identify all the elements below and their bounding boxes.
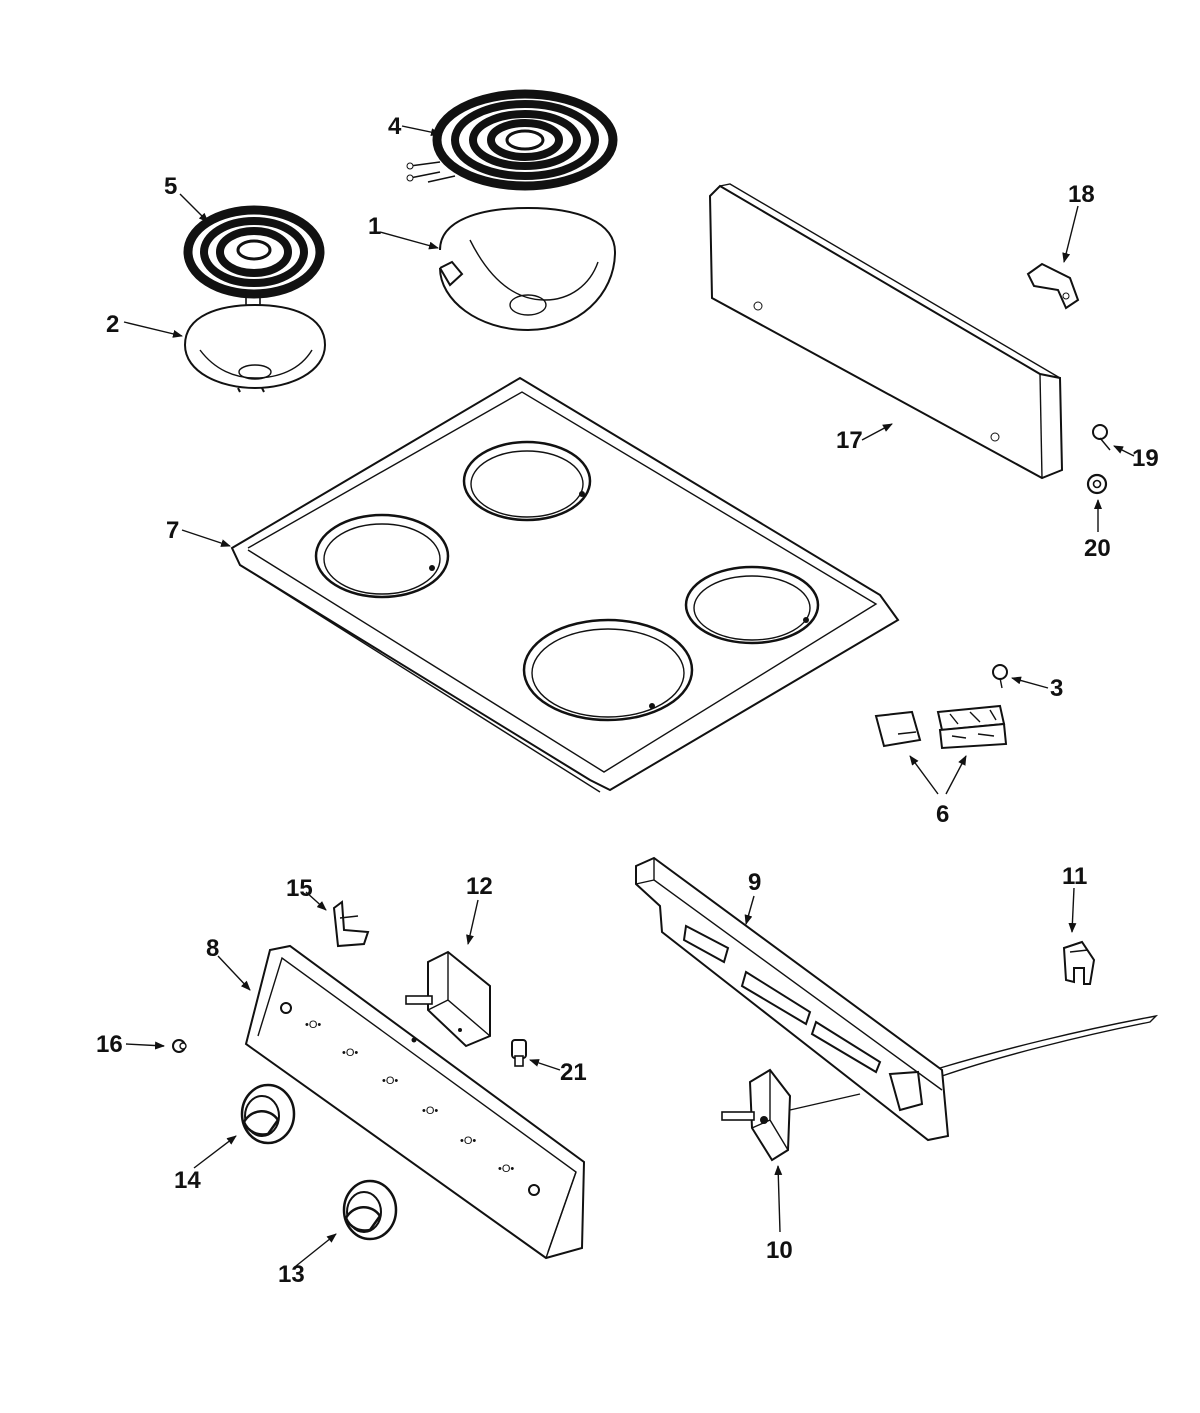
svg-text:•O•: •O•: [460, 1135, 476, 1147]
screw-19: [1092, 424, 1111, 451]
callout-16: 16: [96, 1031, 123, 1058]
callout-15: 15: [286, 875, 313, 902]
callout-5: 5: [164, 173, 177, 200]
callout-10: 10: [766, 1237, 793, 1264]
large-drip-bowl: [439, 206, 617, 332]
callout-19: 19: [1132, 445, 1159, 472]
selector-switch-10: [721, 1068, 792, 1162]
oven-control-bracket: [635, 856, 1159, 1142]
callout-18: 18: [1068, 181, 1095, 208]
callout-1: 1: [368, 213, 381, 240]
callout-4: 4: [388, 113, 402, 140]
callout-9: 9: [748, 869, 761, 896]
plug-16: [172, 1039, 187, 1053]
svg-text:•O•: •O•: [422, 1105, 438, 1117]
callout-3: 3: [1050, 675, 1063, 702]
callout-6: 6: [936, 801, 949, 828]
backguard-panel: [708, 183, 1064, 480]
callout-21: 21: [560, 1059, 587, 1086]
leader-lines: [123, 125, 1135, 1267]
knob-13: [342, 1179, 398, 1241]
small-drip-bowl: [183, 303, 327, 393]
panel-indicators: •O• •O• •O• •O• •O• •O•: [305, 1019, 514, 1175]
terminal-block: [874, 704, 1008, 750]
knob-14: [240, 1083, 296, 1145]
nut-20: [1086, 473, 1108, 495]
large-surface-element: [406, 89, 618, 191]
callout-7: 7: [166, 517, 179, 544]
callout-2: 2: [106, 311, 119, 338]
main-top: [230, 376, 900, 793]
callout-12: 12: [466, 873, 493, 900]
svg-text:•O•: •O•: [498, 1163, 514, 1175]
svg-text:•O•: •O•: [305, 1019, 321, 1031]
clip-11: [1062, 940, 1096, 985]
callout-13: 13: [278, 1261, 305, 1288]
screw-3: [992, 664, 1008, 689]
callout-labels: 1 2 3 4 5 6 7 8 9 10 11 12 13 14 15 16 1…: [96, 113, 1159, 1288]
callout-17: 17: [836, 427, 863, 454]
callout-20: 20: [1084, 535, 1111, 562]
control-panel: •O• •O• •O• •O• •O• •O•: [244, 944, 586, 1260]
callout-8: 8: [206, 935, 219, 962]
clip-15: [332, 900, 370, 948]
callout-14: 14: [174, 1167, 201, 1194]
indicator-light-21: [511, 1039, 527, 1067]
small-surface-element: [183, 205, 325, 326]
mounting-bracket: [1026, 262, 1080, 310]
infinite-switch-12: [405, 950, 491, 1048]
callout-11: 11: [1062, 863, 1087, 890]
svg-text:•O•: •O•: [342, 1047, 358, 1059]
svg-text:•O•: •O•: [382, 1075, 398, 1087]
